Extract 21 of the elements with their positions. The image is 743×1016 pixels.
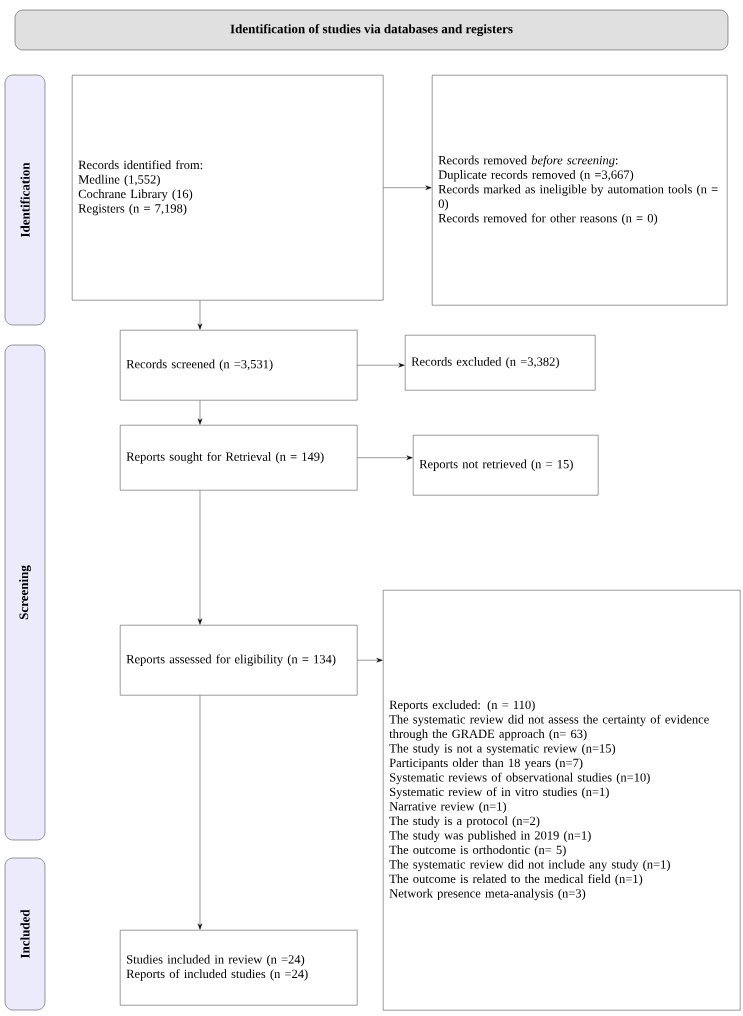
arrow (357, 455, 413, 460)
arrow (197, 300, 203, 330)
process-box: Records removed before screening: Duplicate records removed (n =3,667) Records marked as ineligible by automation tools (n = 0) Records removed for other reasons (n = 0) (432, 75, 728, 306)
arrow (197, 490, 203, 625)
arrow (197, 695, 203, 930)
phase-band: Included (4, 857, 46, 1011)
arrow (383, 185, 432, 190)
process-box: Records screened (n =3,531) (120, 330, 358, 401)
header-band: Identification of studies via databases and registers (14, 9, 729, 51)
phase-band: Screening (4, 344, 46, 841)
process-box: Reports not retrieved (n = 15) (413, 435, 599, 496)
process-box: Reports excluded: (n = 110) The systematic review did not assess the certainty of evidence through the GRADE approach (n= 63) The study is not a systematic review (n=15) Participants older than 18 years (n=7) Systematic reviews of observational studies (n=10) Systematic review of in vitro studies (n=1) Narrative review (n=1) The study is a protocol (n=2) The study was published in 2019 (n=1) The outcome is orthodontic (n= 5) The systematic review did not include any study (n=1) The outcome is related to the medical field (n=1) Network presence meta-analysis (n=3) (383, 590, 741, 1011)
process-box: Studies included in review (n =24) Reports of included studies (n =24) (120, 930, 358, 1006)
process-box: Records excluded (n =3,382) (405, 335, 596, 391)
phase-band: Identification (4, 74, 46, 326)
arrow (357, 657, 383, 663)
process-box: Records identified from: Medline (1,552) Cochrane Library (16) Registers (n = 7,198) (72, 75, 384, 301)
process-box: Reports assessed for eligibility (n = 134) (120, 625, 358, 696)
process-box: Reports sought for Retrieval (n = 149) (120, 425, 358, 491)
arrow (357, 362, 405, 368)
arrow (197, 400, 203, 425)
